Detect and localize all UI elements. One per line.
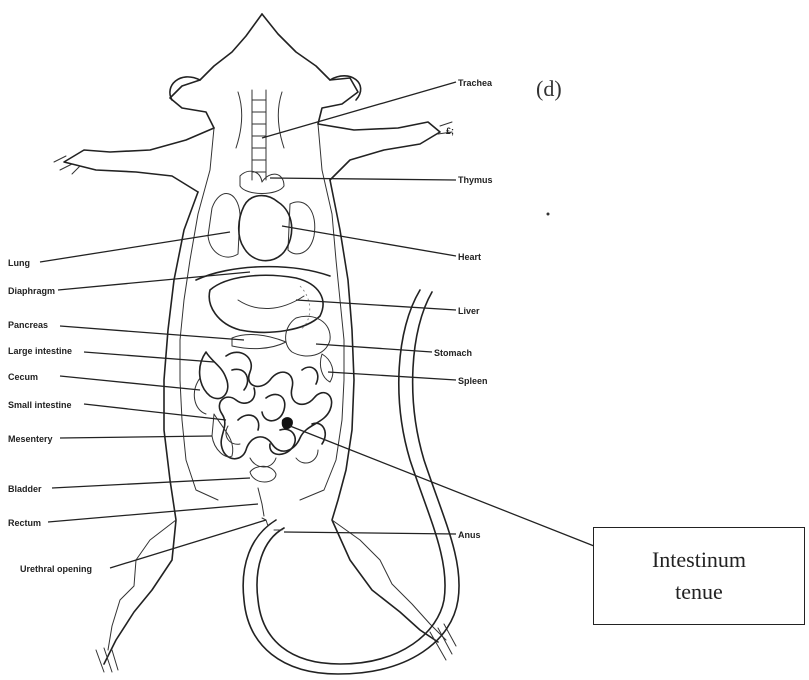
pancreas-leader (60, 326, 244, 340)
label-stomach: Stomach (434, 348, 472, 358)
rectum-organ (258, 488, 264, 516)
stomach-organ (286, 316, 331, 356)
label-spleen: Spleen (458, 376, 488, 386)
leader-lines (40, 82, 594, 568)
thymus-leader (270, 178, 456, 180)
thymus-organ (240, 171, 284, 193)
label-cecum: Cecum (8, 372, 38, 382)
internal-organs (194, 90, 332, 530)
heart-organ (239, 196, 292, 261)
panel-label: (d) (536, 76, 562, 101)
callout-line-2: tenue (652, 576, 746, 608)
urethral-opening-leader (110, 520, 266, 568)
liver-leader (296, 300, 456, 310)
trachea-organ (236, 90, 284, 180)
label-diaphragm: Diaphragm (8, 286, 55, 296)
label-rectum: Rectum (8, 518, 41, 528)
label-trachea: Trachea (458, 78, 493, 88)
urethral-opening-mark (262, 518, 268, 526)
spleen-organ (320, 354, 332, 382)
label-thymus: Thymus (458, 175, 493, 185)
label-liver: Liver (458, 306, 480, 316)
intestinum-tenue-callout: Intestinum tenue (593, 527, 805, 625)
small-intestine-leader (84, 404, 226, 420)
callout-line-1: Intestinum (652, 544, 746, 576)
speck-dot (547, 213, 550, 216)
label-urethral-opening: Urethral opening (20, 564, 92, 574)
label-lung: Lung (8, 258, 30, 268)
spleen-leader (328, 372, 456, 380)
diaphragm-leader (58, 272, 250, 290)
large-intestine-organ (200, 352, 228, 399)
lung-organ (208, 194, 240, 258)
label-heart: Heart (458, 252, 481, 262)
mesentery-leader (60, 436, 212, 438)
label-bladder: Bladder (8, 484, 42, 494)
corner-mark: £; (446, 126, 454, 136)
heart-leader (282, 226, 456, 256)
bladder-leader (52, 478, 250, 488)
label-small-intestine: Small intestine (8, 400, 72, 410)
small-intestine-organ (212, 352, 332, 467)
cecum-organ (194, 378, 206, 414)
diaphragm-organ (196, 267, 330, 280)
label-pancreas: Pancreas (8, 320, 48, 330)
label-large-intestine: Large intestine (8, 346, 72, 356)
rectum-leader (48, 504, 258, 522)
lung-leader (40, 232, 230, 262)
label-mesentery: Mesentery (8, 434, 53, 444)
cecum-leader (60, 376, 200, 390)
large-intestine-leader (84, 352, 214, 362)
anus-leader (284, 532, 456, 534)
label-anus: Anus (458, 530, 481, 540)
bladder-organ (250, 466, 276, 482)
pancreas-organ (232, 335, 286, 349)
rat-body-outline (54, 14, 459, 674)
